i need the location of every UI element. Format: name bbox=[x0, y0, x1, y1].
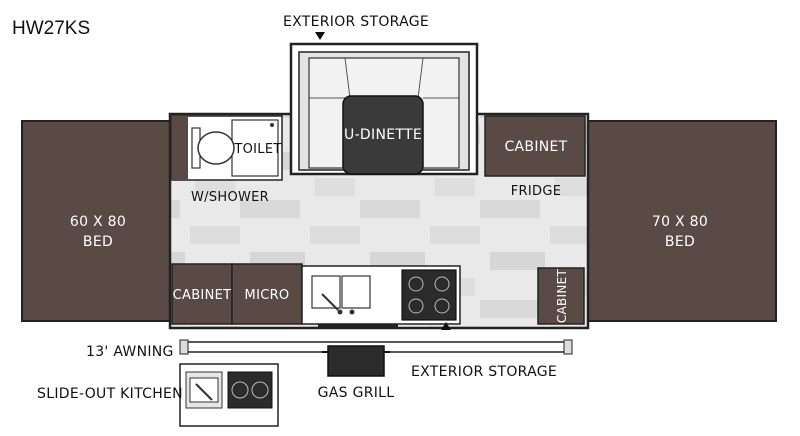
model-title: HW27KS bbox=[12, 18, 91, 39]
shower-label: W/SHOWER bbox=[191, 190, 269, 205]
exterior-storage-bottom-arrow bbox=[441, 322, 451, 330]
shower-pan bbox=[231, 119, 279, 177]
toilet-bowl bbox=[197, 131, 235, 165]
exterior-storage-top-label: EXTERIOR STORAGE bbox=[283, 14, 429, 30]
fridge-label: FRIDGE bbox=[511, 184, 561, 199]
exterior-storage-top-arrow bbox=[315, 32, 325, 40]
micro-label: MICRO bbox=[245, 288, 290, 303]
exterior-storage-bottom-label: EXTERIOR STORAGE bbox=[411, 364, 557, 380]
left-bed-label: BED bbox=[83, 234, 113, 250]
right-bed-size-label: 70 X 80 bbox=[652, 214, 708, 230]
cabinet-top-right bbox=[484, 115, 586, 177]
awning-label: 13' AWNING bbox=[86, 344, 174, 360]
gas-grill-label: GAS GRILL bbox=[318, 385, 395, 401]
cabinet-bottom-left bbox=[171, 263, 233, 325]
cabinet-top-right-label: CABINET bbox=[504, 139, 567, 155]
right-bed-label: BED bbox=[665, 234, 695, 250]
bathroom-wall bbox=[172, 116, 188, 180]
sink-left bbox=[311, 275, 341, 309]
cabinet-vertical-label: CABINET bbox=[555, 268, 569, 323]
dinette-table bbox=[342, 95, 424, 175]
u-dinette-label: U-DINETTE bbox=[344, 127, 422, 143]
left-bed-size-label: 60 X 80 bbox=[70, 214, 126, 230]
microwave bbox=[231, 263, 303, 325]
slide-out-kitchen-label: SLIDE-OUT KITCHEN bbox=[37, 386, 183, 402]
right-bed bbox=[587, 120, 777, 322]
cabinet-bottom-left-label: CABINET bbox=[173, 288, 232, 303]
cabinet-vertical bbox=[537, 267, 585, 325]
sink-right bbox=[341, 275, 371, 309]
toilet-label: TOILET bbox=[233, 142, 281, 157]
gas-grill bbox=[327, 345, 385, 377]
stovetop bbox=[401, 269, 457, 321]
